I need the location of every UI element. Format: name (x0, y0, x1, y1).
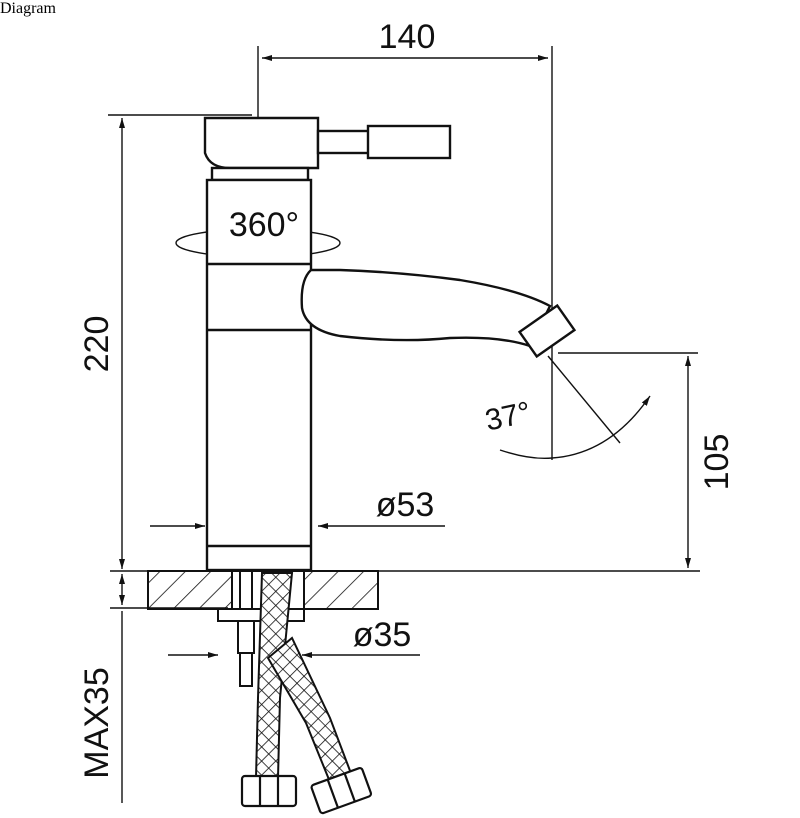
body-diameter-label: ø53 (376, 486, 435, 524)
spout-height-dimension-label: 105 (698, 434, 736, 491)
spout-angle-dimension-label: 37° (482, 396, 533, 438)
lever-grip (366, 124, 452, 160)
spout (300, 268, 552, 348)
width-dimension-label: 140 (379, 18, 436, 56)
lever-handle (203, 116, 320, 170)
dimension-lines (108, 46, 700, 803)
lever-stem (316, 129, 372, 155)
shank-diameter-label: ø35 (353, 616, 412, 654)
height-dimension-label: 220 (78, 316, 116, 373)
max-thickness-label: MAX35 (78, 667, 116, 779)
spout-aerator (517, 303, 577, 359)
faucet (203, 116, 577, 572)
rotation-dimension-label: 360° (229, 206, 299, 244)
faucet-technical-drawing: 140 220 105 360° 37° ø53 ø35 MAX35 (78, 18, 736, 815)
